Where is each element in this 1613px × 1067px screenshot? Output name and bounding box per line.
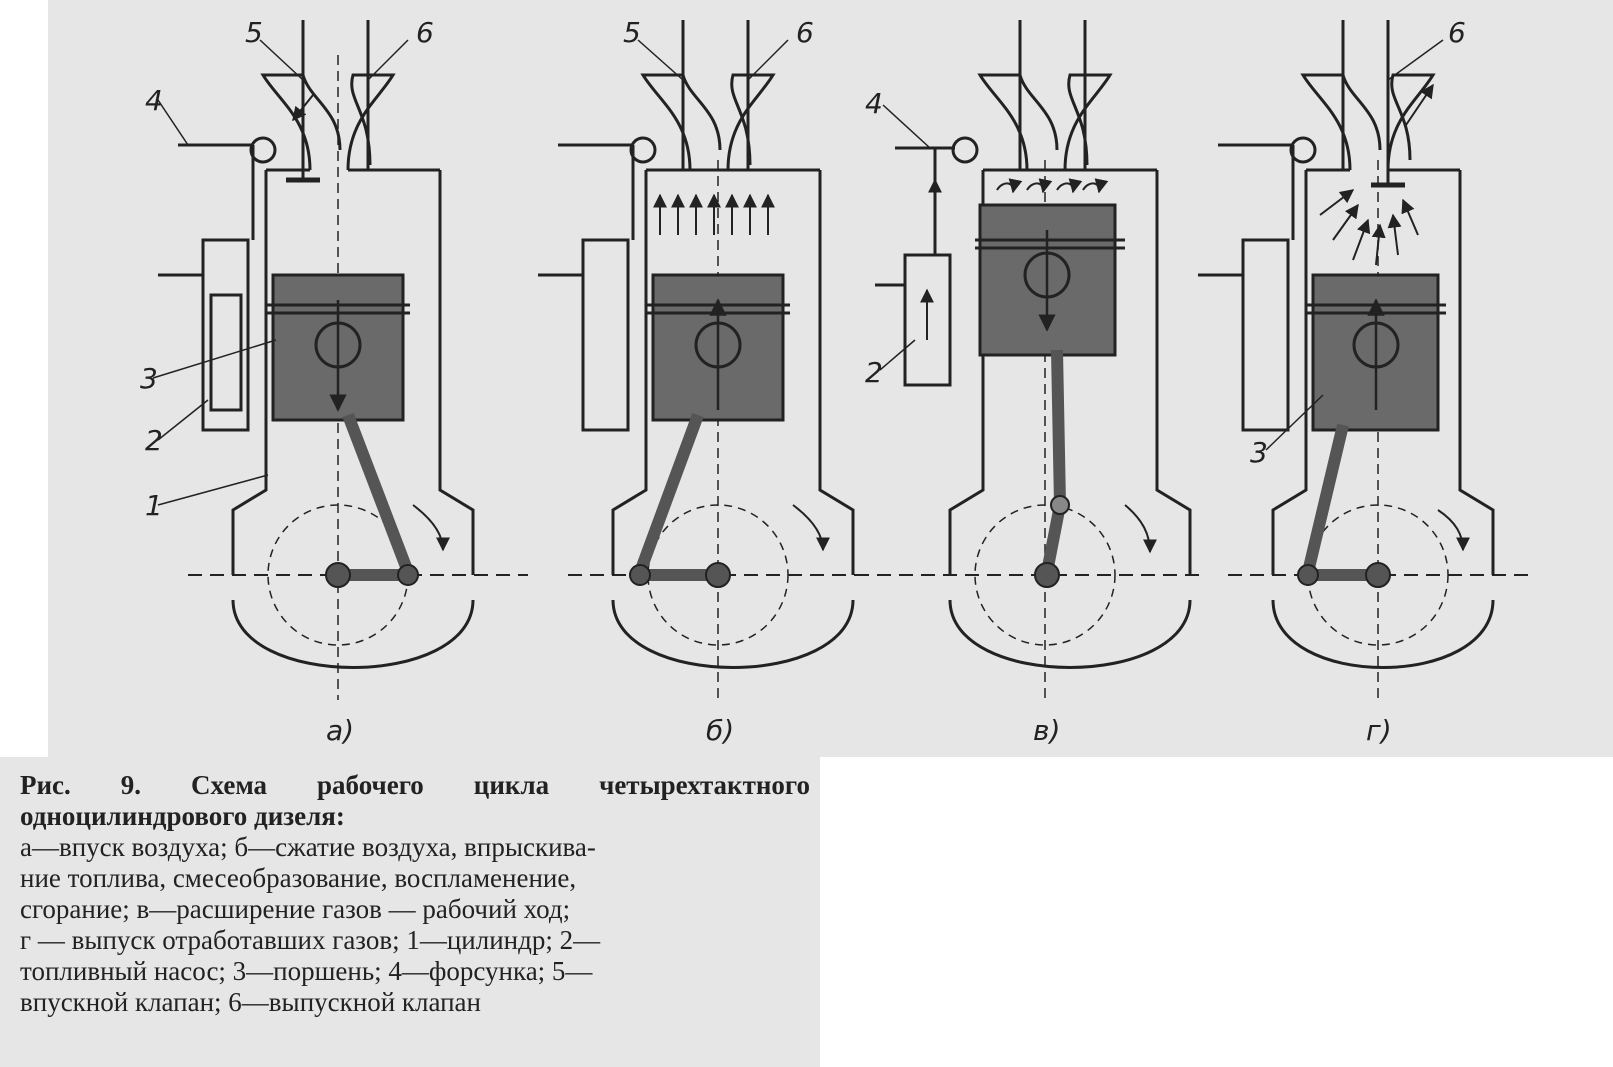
label-1: 1 bbox=[145, 489, 163, 522]
label-5: 5 bbox=[623, 16, 641, 49]
figure-caption: Рис. 9. Схема рабочего цикла четырехтакт… bbox=[0, 757, 820, 1067]
caption-line: ние топлива, смесеобразование, воспламен… bbox=[20, 863, 577, 893]
panel-compression: б) 5 6 bbox=[538, 16, 868, 747]
panel-power-stroke: в) 2 4 bbox=[855, 20, 1205, 747]
exhaust-port bbox=[346, 20, 396, 171]
label-4: 4 bbox=[145, 84, 163, 117]
label-6: 6 bbox=[796, 16, 814, 49]
label-3: 3 bbox=[1250, 436, 1268, 469]
caption-line: впускной клапан; 6—выпускной клапан bbox=[20, 987, 481, 1017]
label-6: 6 bbox=[416, 16, 434, 49]
combustion-swirl bbox=[996, 178, 1109, 194]
caption-line: г — выпуск отработавших газов; 1—цилиндр… bbox=[20, 925, 601, 955]
label-3: 3 bbox=[140, 362, 158, 395]
compression-arrows bbox=[653, 193, 775, 235]
caption-body: а—впуск воздуха; б—сжатие воздуха, впрыс… bbox=[20, 832, 810, 1018]
caption-line: топливный насос; 3—поршень; 4—форсунка; … bbox=[20, 956, 593, 986]
caption-line: сгорание; в—расширение газов — рабочий х… bbox=[20, 894, 571, 924]
label-2: 2 bbox=[145, 424, 163, 457]
caption-line: а—впуск воздуха; б—сжатие воздуха, впрыс… bbox=[20, 832, 596, 862]
label-panel-b: б) bbox=[706, 714, 734, 747]
caption-title: Рис. 9. Схема рабочего цикла четырехтакт… bbox=[20, 770, 810, 831]
fuel-pump bbox=[158, 136, 277, 432]
label-panel-a: а) bbox=[326, 714, 354, 747]
label-5: 5 bbox=[245, 16, 263, 49]
panel-exhaust: г) 3 6 bbox=[1198, 16, 1528, 747]
label-4: 4 bbox=[865, 87, 883, 120]
intake-arrow bbox=[292, 94, 314, 122]
label-6: 6 bbox=[1448, 16, 1466, 49]
rotation-arrow bbox=[1124, 504, 1157, 554]
engine-cycle-diagram: а) 1 2 3 4 5 6 bbox=[140, 16, 1528, 747]
connecting-rod bbox=[342, 412, 414, 575]
label-2: 2 bbox=[865, 356, 883, 389]
label-panel-v: в) bbox=[1033, 714, 1060, 747]
label-panel-g: г) bbox=[1366, 714, 1392, 747]
exhaust-flow-arrows bbox=[1319, 83, 1434, 266]
rotation-arrow bbox=[792, 504, 830, 552]
rotation-arrow bbox=[412, 504, 450, 552]
panel-intake: а) 1 2 3 4 5 6 bbox=[140, 16, 528, 747]
figure-area: а) 1 2 3 4 5 6 bbox=[48, 0, 1613, 757]
rotation-arrow bbox=[1437, 509, 1470, 552]
intake-port bbox=[260, 20, 342, 183]
